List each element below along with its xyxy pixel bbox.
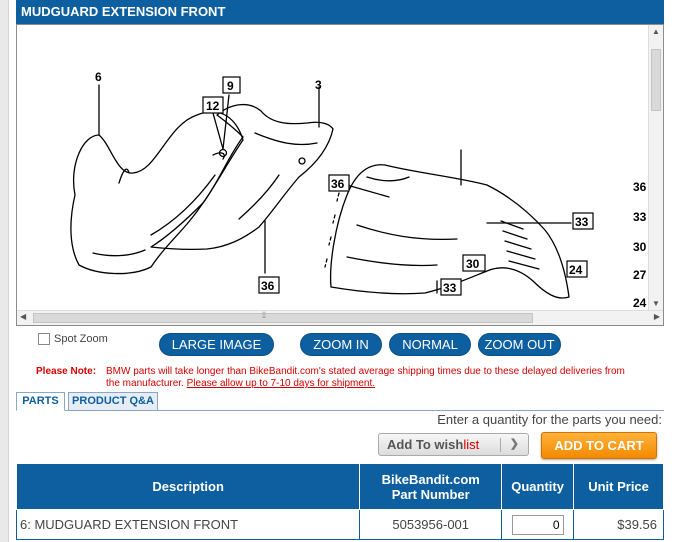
diagram-leader-36-upper <box>346 184 390 198</box>
diagram-edge-label: 33 <box>633 210 647 224</box>
diagram-horizontal-scrollbar[interactable]: ◀ ⦙⦙⦙ ▶ <box>17 310 663 325</box>
diagram-callout-30: 30 <box>466 257 480 271</box>
horizontal-scroll-thumb[interactable] <box>33 313 533 323</box>
tab-product-qa[interactable]: PRODUCT Q&A <box>68 392 158 411</box>
col-part-number: BikeBandit.com Part Number <box>359 463 503 510</box>
table-row: 6: MUDGUARD EXTENSION FRONT 5053956-001 … <box>15 509 664 540</box>
quantity-cell <box>501 509 575 540</box>
diagram-edge-label: 30 <box>633 240 647 254</box>
diagram-edge-label: 27 <box>633 268 647 282</box>
diagram-vertical-scrollbar[interactable]: ▲ ▼ <box>648 25 663 310</box>
diagram-hugger-inner <box>346 149 462 267</box>
diagram-callout-3: 3 <box>315 78 322 92</box>
col-description: Description <box>15 463 361 510</box>
diagram-callout-6: 6 <box>95 70 102 84</box>
notice-body: BMW parts will take longer than BikeBand… <box>106 366 636 390</box>
wishlist-label: Add To wish <box>387 437 464 452</box>
notice-label: Please Note: <box>36 366 97 377</box>
col-unit-price: Unit Price <box>573 463 664 510</box>
diagram-part-6-inner <box>92 168 216 257</box>
diagram-part-6-outline <box>70 111 244 275</box>
spot-zoom-label: Spot Zoom <box>54 333 108 345</box>
diagram-edge-label: 36 <box>633 180 647 194</box>
scroll-right-arrow-icon[interactable]: ▶ <box>653 312 660 321</box>
diagram-callout-12: 12 <box>206 99 220 113</box>
diagram-callout-36-upper: 36 <box>331 177 345 191</box>
spot-zoom-control[interactable]: Spot Zoom <box>38 333 108 345</box>
parts-table: Description BikeBandit.com Part Number Q… <box>15 463 664 540</box>
zoom-out-button[interactable]: ZOOM OUT <box>478 333 561 356</box>
diagram-callout-24: 24 <box>569 263 583 277</box>
diagram-callout-33-right: 33 <box>575 215 589 229</box>
diagram-hugger-outline <box>329 164 570 299</box>
tab-divider <box>16 410 664 411</box>
diagram-fastener <box>298 157 306 165</box>
diagram-hugger-grille <box>500 220 540 270</box>
shipping-time-link[interactable]: Please allow up to 7-10 days for shipmen… <box>186 378 376 389</box>
chevron-down-icon[interactable]: ❯ <box>509 438 519 450</box>
add-to-cart-button[interactable]: ADD TO CART <box>541 432 657 459</box>
add-to-wishlist-button[interactable]: Add To wishlist ❯ <box>378 433 529 456</box>
scroll-grip-icon: ⦙⦙⦙ <box>262 310 266 320</box>
normal-zoom-button[interactable]: NORMAL <box>389 333 471 356</box>
diagram-leader-9 <box>222 94 230 150</box>
scroll-left-arrow-icon[interactable]: ◀ <box>20 312 27 321</box>
table-header-row: Description BikeBandit.com Part Number Q… <box>15 463 664 510</box>
vertical-scroll-thumb[interactable] <box>651 49 661 111</box>
scroll-up-arrow-icon[interactable]: ▲ <box>652 27 660 36</box>
scroll-down-arrow-icon[interactable]: ▼ <box>652 299 660 308</box>
panel-title: MUDGUARD EXTENSION FRONT <box>16 0 664 24</box>
diagram-callout-9: 9 <box>227 79 234 93</box>
quantity-input[interactable] <box>511 514 564 535</box>
large-image-button[interactable]: LARGE IMAGE <box>159 333 274 356</box>
zoom-in-button[interactable]: ZOOM IN <box>300 333 382 356</box>
diagram-callout-36-lower: 36 <box>261 279 275 293</box>
quantity-prompt: Enter a quantity for the parts you need: <box>437 412 662 427</box>
notice-text: BMW parts will take longer than BikeBand… <box>106 366 625 389</box>
diagram-edge-label: 24 <box>633 296 647 310</box>
unit-price: $39.56 <box>573 509 664 540</box>
wishlist-divider <box>500 438 501 452</box>
part-description: 6: MUDGUARD EXTENSION FRONT <box>15 509 361 540</box>
col-part-number-line1: BikeBandit.com <box>381 471 480 487</box>
diagram-part-3-inner <box>212 132 318 220</box>
parts-diagram[interactable]: 6 9 12 3 36 33 36 30 33 24 36 33 30 27 2… <box>17 25 663 310</box>
left-page-strip <box>0 0 9 542</box>
diagram-part-3-outline <box>150 104 334 251</box>
spot-zoom-checkbox[interactable] <box>38 333 50 345</box>
col-part-number-line2: Part Number <box>391 486 470 502</box>
part-number: 5053956-001 <box>359 509 503 540</box>
diagram-leader-12 <box>212 112 224 150</box>
diagram-callout-33-lower: 33 <box>443 281 457 295</box>
tab-parts[interactable]: PARTS <box>16 392 65 411</box>
wishlist-label-suffix: list <box>463 437 480 452</box>
col-quantity: Quantity <box>501 463 575 510</box>
parts-diagram-viewer[interactable]: 6 9 12 3 36 33 36 30 33 24 36 33 30 27 2… <box>16 24 664 326</box>
